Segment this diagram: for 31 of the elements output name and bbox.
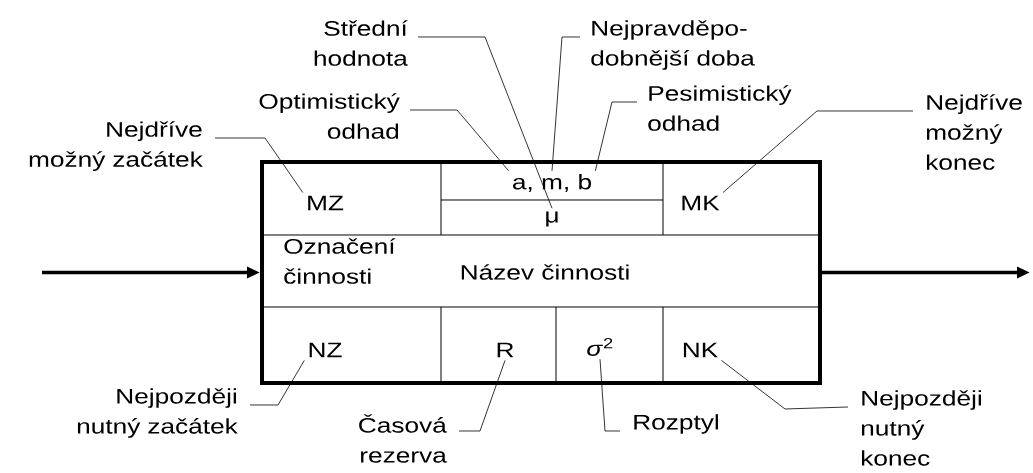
cell-label: MK <box>682 195 720 211</box>
cell-label: a, m, b <box>513 174 591 192</box>
callout-label: Nejdříve možný začátek <box>29 121 203 171</box>
callout-label: Nejpozději nutný začátek <box>77 388 238 438</box>
callout-label: Časová rezerva <box>359 414 447 463</box>
callout-label: Pesimistický odhad <box>648 85 792 131</box>
cell-label: μ <box>546 211 558 227</box>
leader-line <box>458 360 506 432</box>
callout-label: Střední hodnota <box>314 20 408 66</box>
leader-line <box>594 101 638 172</box>
callout-label: Nejpravděpo- dobnější doba <box>591 20 755 70</box>
leader-line <box>409 109 510 172</box>
leader-line <box>721 360 849 410</box>
callout-label: Rozptyl <box>634 414 718 434</box>
cell-label: Označení činnosti <box>284 238 396 284</box>
leader-line <box>249 360 305 406</box>
leader-line <box>722 110 914 193</box>
leader-line <box>599 358 621 432</box>
callout-label: Nejpozději nutný konec <box>861 390 981 466</box>
leader-line <box>417 36 553 209</box>
cell-label: MZ <box>308 195 344 211</box>
leader-line <box>214 137 304 193</box>
callout-label: Optimistický odhad <box>259 93 400 139</box>
callout-label: Nejdříve možný konec <box>926 94 1022 170</box>
cell-label: R <box>497 342 514 358</box>
cell-label: σ$^{2}$ <box>587 338 613 356</box>
activity-box <box>260 160 822 385</box>
leader-line <box>551 36 581 172</box>
cell-label: Název činnosti <box>461 264 629 280</box>
cell-label: NZ <box>309 342 342 358</box>
cell-label: NK <box>683 342 718 358</box>
